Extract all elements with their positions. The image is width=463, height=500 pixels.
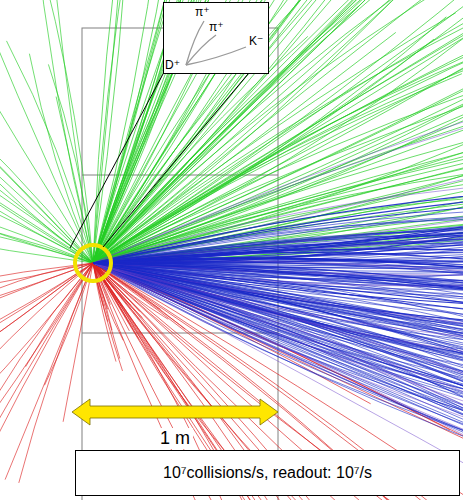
particle-track — [0, 263, 93, 401]
particle-track — [93, 0, 463, 263]
particle-track — [93, 218, 463, 263]
particle-track — [93, 0, 160, 263]
particle-track — [93, 0, 463, 263]
particle-track — [0, 130, 93, 263]
particle-track — [93, 263, 463, 387]
particle-track — [93, 0, 463, 263]
particle-label: K⁻ — [249, 34, 263, 48]
particle-track — [93, 263, 463, 352]
particle-label: D⁺ — [165, 58, 180, 72]
particle-track — [93, 210, 463, 263]
particle-track — [93, 150, 463, 264]
particle-label: π⁺ — [209, 20, 224, 34]
particle-track — [93, 0, 463, 263]
particle-track — [93, 181, 463, 263]
particle-track — [0, 114, 93, 263]
particle-track — [93, 0, 463, 263]
zoom-inset: π⁺π⁺ K⁻ D⁺ — [163, 2, 269, 74]
particle-track — [0, 263, 93, 315]
rate-box: 10⁷collisions/s, readout: 10⁷/s — [75, 450, 460, 496]
particle-track — [0, 263, 93, 462]
particle-track — [93, 143, 463, 263]
particle-track — [93, 0, 463, 263]
particle-track — [93, 17, 446, 263]
particle-track — [17, 0, 93, 263]
zoom-line — [70, 74, 163, 248]
particle-track — [93, 0, 463, 263]
particle-track — [93, 61, 463, 264]
scale-arrow — [72, 399, 278, 425]
particle-track — [29, 54, 93, 263]
particle-track — [0, 263, 93, 387]
particle-track — [93, 220, 463, 263]
particle-track — [0, 122, 93, 263]
particle-track — [93, 263, 463, 448]
particle-track — [93, 94, 463, 264]
particle-track — [93, 21, 463, 264]
particle-track — [0, 41, 93, 263]
particle-track — [0, 135, 93, 263]
rate-text: 10⁷collisions/s, readout: 10⁷/s — [163, 464, 372, 482]
particle-track — [93, 263, 463, 462]
particle-track — [93, 263, 463, 459]
particle-label: π⁺ — [195, 5, 210, 19]
particle-track — [48, 64, 93, 263]
decay-track — [186, 47, 246, 65]
particle-track — [93, 0, 463, 263]
vertex-circle — [75, 245, 111, 281]
particle-track — [93, 0, 463, 263]
particle-track — [93, 0, 463, 263]
particle-track — [93, 263, 463, 331]
particle-track — [0, 156, 93, 263]
particle-track — [93, 263, 463, 480]
decay-track — [186, 21, 204, 65]
particle-track — [93, 263, 463, 387]
decay-track — [186, 35, 216, 65]
particle-track — [93, 263, 463, 313]
particle-track — [93, 0, 463, 263]
scale-label: 1 m — [157, 428, 193, 449]
particle-track — [0, 263, 93, 392]
particle-track — [0, 164, 93, 263]
particle-track — [93, 220, 463, 263]
particle-track — [93, 0, 463, 263]
particle-track — [93, 263, 463, 309]
particle-track — [93, 263, 463, 372]
particle-track — [93, 182, 463, 263]
particle-track — [93, 64, 463, 264]
particle-track — [93, 220, 463, 263]
particle-track — [93, 13, 456, 263]
particle-track — [93, 0, 463, 263]
particle-track — [93, 215, 463, 263]
particle-track — [93, 0, 463, 263]
particle-track — [93, 220, 463, 263]
zoom-line — [103, 74, 248, 247]
particle-track — [0, 263, 93, 368]
particle-track — [93, 197, 463, 263]
particle-track — [0, 137, 93, 263]
particle-track — [93, 3, 463, 264]
particle-track — [93, 0, 463, 263]
particle-track — [93, 0, 463, 263]
particle-track — [93, 263, 463, 329]
particle-track — [93, 75, 463, 263]
particle-track — [93, 3, 463, 263]
particle-track — [93, 263, 463, 386]
particle-track — [0, 0, 93, 263]
particle-track — [93, 263, 463, 475]
particle-track — [0, 263, 93, 478]
